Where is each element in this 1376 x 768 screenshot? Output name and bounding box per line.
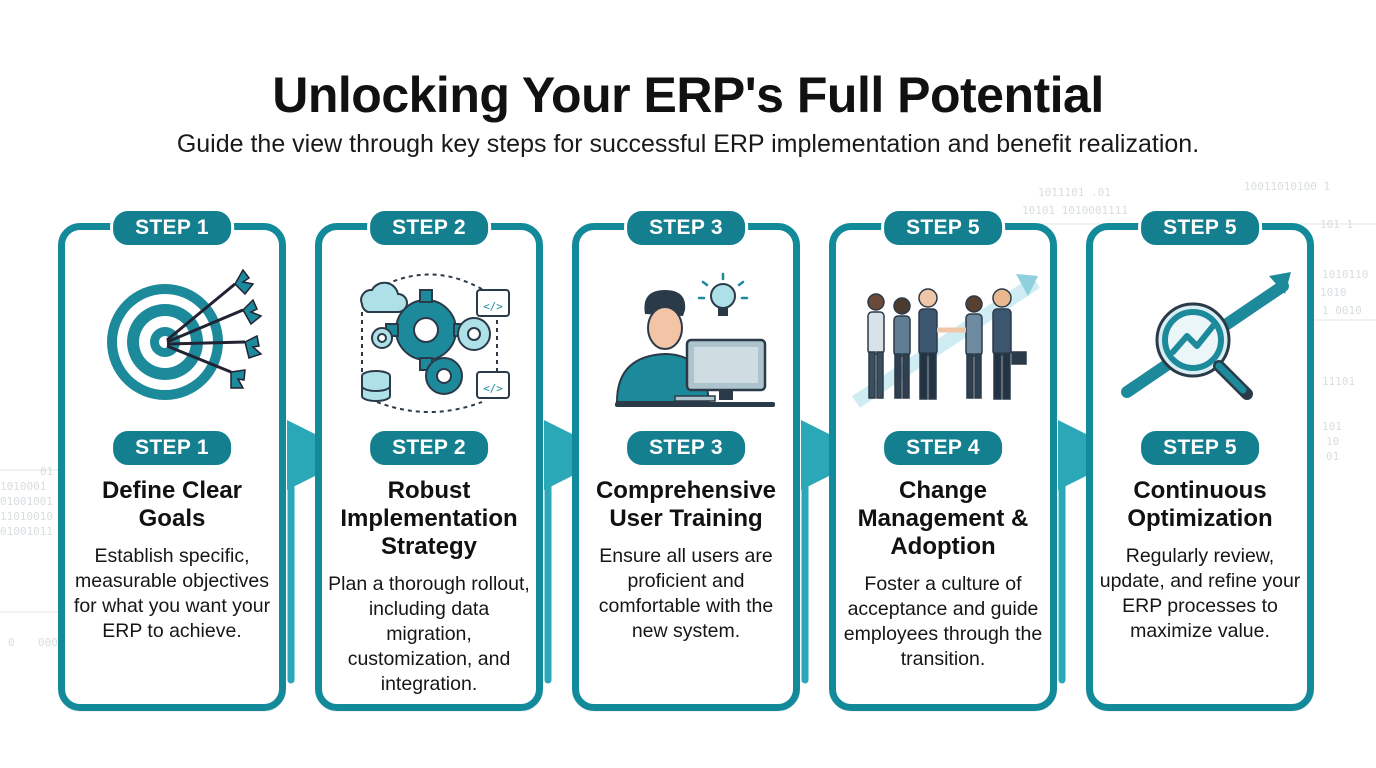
svg-text:1010110: 1010110 <box>1322 268 1368 281</box>
step-badge: STEP 3 <box>624 428 748 468</box>
step-title: Define Clear Goals <box>101 477 243 532</box>
step-badge-top: STEP 2 <box>367 208 491 248</box>
step-badge-top: STEP 3 <box>624 208 748 248</box>
step-card-4: STEP 5 STEP 4 Chan <box>829 208 1057 711</box>
step-description: Plan a thorough rollout, including data … <box>328 573 530 695</box>
step-badge: STEP 2 <box>367 428 491 468</box>
step-badge: STEP 5 <box>1138 428 1262 468</box>
gear-icon <box>457 317 491 351</box>
code-window-icon <box>476 371 510 399</box>
svg-text:01001001: 01001001 <box>0 495 53 508</box>
database-icon <box>361 370 391 402</box>
step-description: Establish specific, measurable objective… <box>73 545 271 642</box>
user-at-computer-icon <box>615 272 775 407</box>
step-description: Regularly review, update, and refine you… <box>1099 545 1301 642</box>
svg-text:</>: </> <box>483 382 503 395</box>
step-card-5: STEP 5 STEP 5 Continuous Optimization Re… <box>1086 208 1314 711</box>
svg-text:101 1: 101 1 <box>1320 218 1353 231</box>
cloud-icon <box>360 281 408 313</box>
step-card-3: STEP 3 STEP 3 Comprehensive User Trainin… <box>572 208 800 711</box>
svg-text:1 0010: 1 0010 <box>1322 304 1362 317</box>
svg-text:0: 0 <box>8 636 15 649</box>
svg-text:1011101 .01: 1011101 .01 <box>1038 186 1111 199</box>
gears-cloud-database-icon: </> </> <box>360 273 510 413</box>
svg-text:1010: 1010 <box>1320 286 1347 299</box>
svg-text:10: 10 <box>1326 435 1339 448</box>
page-title: Unlocking Your ERP's Full Potential <box>272 67 1104 123</box>
step-badge-top: STEP 5 <box>881 208 1005 248</box>
step-title: Change Management & Adoption <box>857 477 1029 560</box>
svg-text:1010001: 1010001 <box>0 480 46 493</box>
step-badge: STEP 1 <box>110 428 234 468</box>
svg-text:101: 101 <box>1322 420 1342 433</box>
lightbulb-icon <box>697 272 749 316</box>
svg-text:11101: 11101 <box>1322 375 1355 388</box>
svg-text:01: 01 <box>1326 450 1339 463</box>
step-badge: STEP 4 <box>881 428 1005 468</box>
step-badge-top: STEP 5 <box>1138 208 1262 248</box>
svg-text:01: 01 <box>40 465 53 478</box>
magnifier-growth-icon <box>1121 272 1291 400</box>
step-title: Robust Implementation Strategy <box>340 477 518 560</box>
target-with-arrows-icon <box>107 268 263 400</box>
step-card-1: STEP 1 STEP 1 Define Clear Goals Establi… <box>58 208 286 711</box>
gear-icon <box>385 289 467 371</box>
gear-icon <box>425 357 463 395</box>
svg-text:</>: </> <box>483 300 503 313</box>
step-description: Foster a culture of acceptance and guide… <box>843 573 1043 670</box>
gear-icon <box>371 327 393 349</box>
step-badge-top: STEP 1 <box>110 208 234 248</box>
step-description: Ensure all users are proficient and comf… <box>598 545 774 642</box>
page-subtitle: Guide the view through key steps for suc… <box>176 130 1200 158</box>
step-card-2: STEP 2 </> </> <box>315 208 543 711</box>
step-title: Comprehensive User Training <box>595 477 777 532</box>
svg-text:11010010: 11010010 <box>0 510 53 523</box>
step-title: Continuous Optimization <box>1127 477 1273 532</box>
svg-text:10101 1010001111: 10101 1010001111 <box>1022 204 1128 217</box>
svg-text:000: 000 <box>38 636 58 649</box>
team-handshake-icon <box>852 274 1040 408</box>
svg-text:10011010100 1: 10011010100 1 <box>1244 180 1330 193</box>
code-window-icon <box>476 289 510 317</box>
svg-text:01001011: 01001011 <box>0 525 53 538</box>
